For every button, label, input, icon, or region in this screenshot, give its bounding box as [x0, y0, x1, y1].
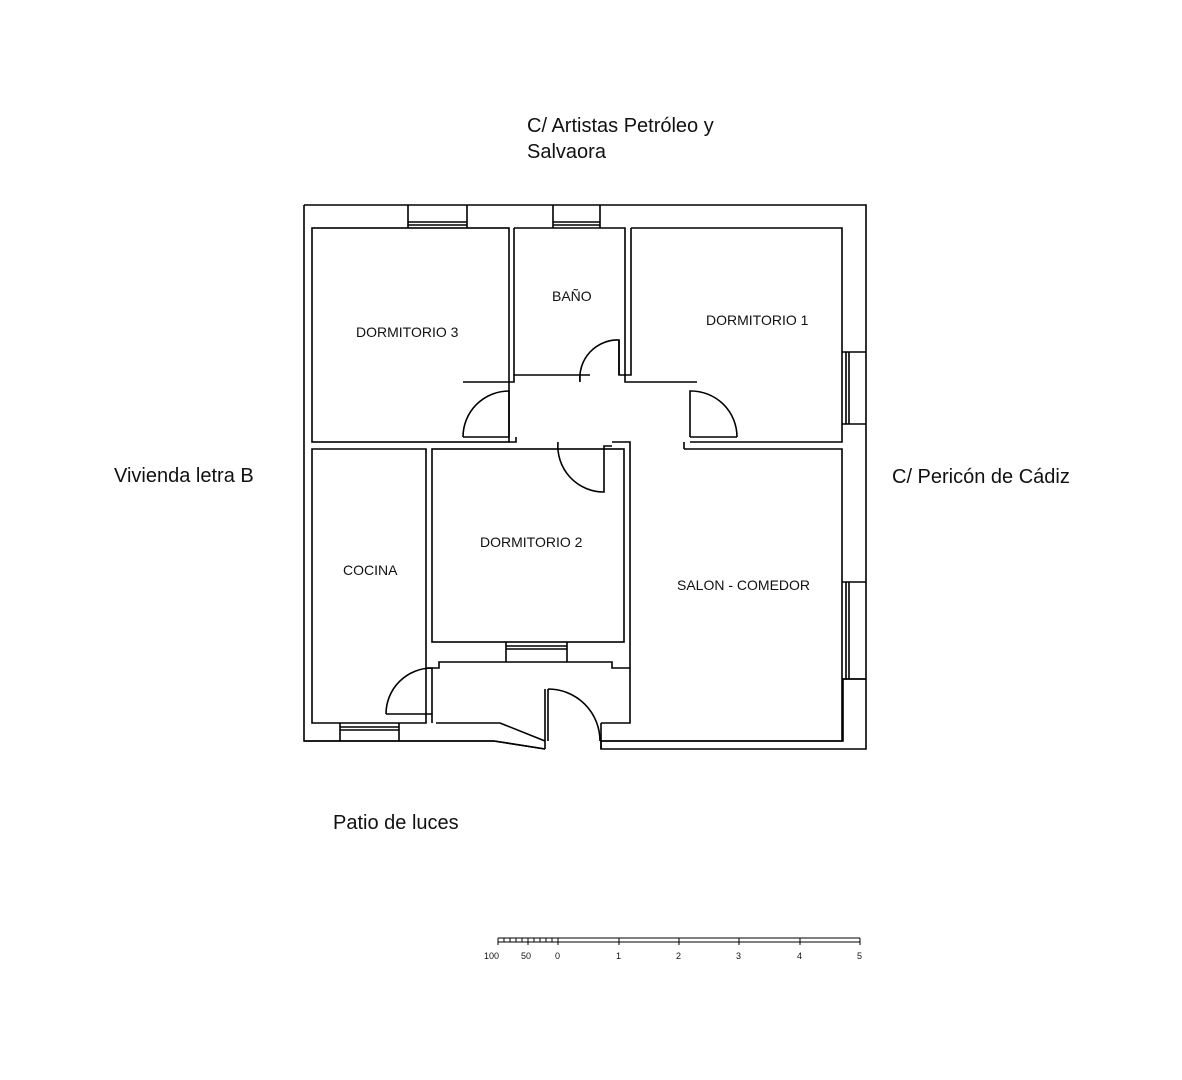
scale-label-2: 2 — [676, 951, 681, 961]
street-right: C/ Pericón de Cádiz — [892, 466, 1070, 488]
door-dormitorio2 — [557, 441, 612, 493]
scale-label-3: 3 — [736, 951, 741, 961]
room-dormitorio2: DORMITORIO 2 — [480, 534, 583, 550]
scale-label-5: 5 — [857, 951, 862, 961]
outer-wall-outline — [304, 722, 546, 750]
dormitorio3-walls — [311, 227, 510, 443]
scale-label-0: 0 — [555, 951, 560, 961]
window-dormitorio1 — [842, 351, 866, 425]
neighbor-left: Vivienda letra B — [114, 465, 254, 487]
window-dormitorio2 — [505, 642, 568, 662]
window-dormitorio3 — [407, 205, 468, 228]
window-cocina — [339, 723, 400, 741]
room-bano: BAÑO — [552, 288, 592, 304]
hall-walls — [463, 375, 685, 668]
window-salon — [842, 581, 866, 680]
door-dormitorio3 — [462, 390, 510, 438]
room-dormitorio1: DORMITORIO 1 — [706, 312, 809, 328]
room-salon: SALON - COMEDOR — [677, 577, 810, 593]
door-entry — [547, 688, 601, 742]
scale-bar — [497, 937, 861, 945]
salon-walls — [601, 448, 843, 742]
scale-label-4: 4 — [797, 951, 802, 961]
door-bano — [578, 339, 620, 383]
window-bano — [552, 205, 601, 228]
dormitorio2-walls — [431, 448, 625, 643]
room-cocina: COCINA — [343, 562, 398, 578]
street-top-line2: Salvaora — [527, 141, 607, 163]
door-dormitorio1 — [689, 390, 738, 438]
scale-label-50: 50 — [521, 951, 531, 961]
door-cocina — [385, 667, 433, 715]
outer-wall — [303, 204, 867, 750]
scale-label-1: 1 — [616, 951, 621, 961]
patio-bottom: Patio de luces — [333, 812, 459, 834]
dormitorio1-walls — [624, 227, 843, 443]
room-dormitorio3: DORMITORIO 3 — [356, 324, 459, 340]
entry-walls — [544, 689, 602, 749]
scale-label-100: 100 — [484, 951, 499, 961]
cocina-walls — [311, 448, 427, 724]
street-top-line1: C/ Artistas Petróleo y — [527, 115, 714, 137]
